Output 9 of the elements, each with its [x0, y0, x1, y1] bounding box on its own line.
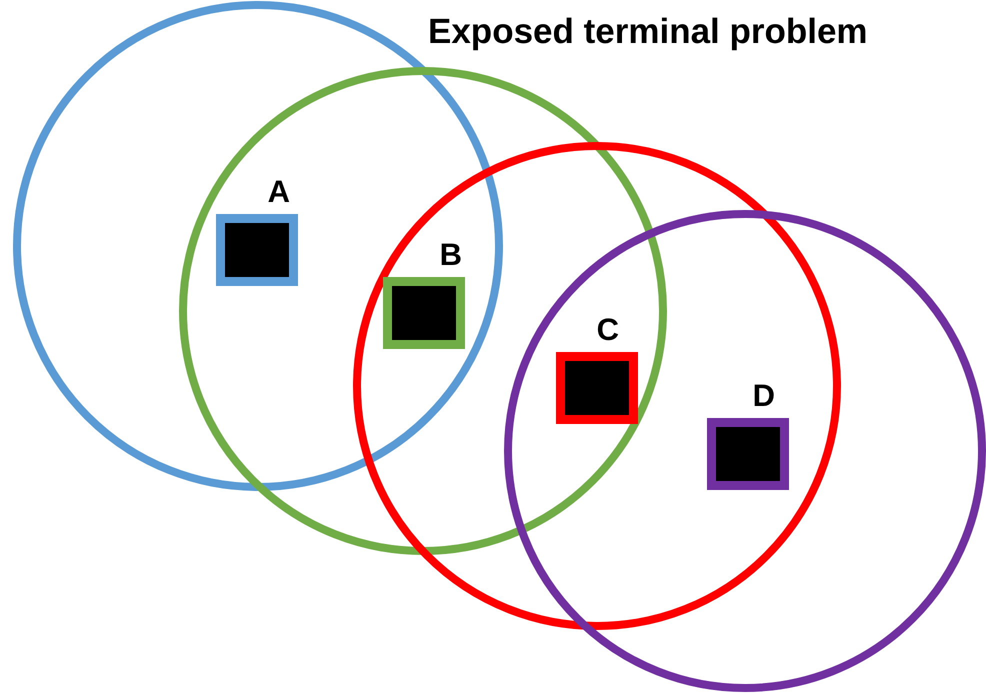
title: Exposed terminal problem	[428, 12, 868, 52]
terminal-box	[216, 214, 298, 286]
terminal-label: D	[752, 380, 775, 412]
terminal-label: A	[268, 176, 290, 208]
terminal-box	[383, 277, 465, 349]
terminal-box	[556, 352, 638, 424]
terminal-box	[707, 418, 789, 490]
terminal-label: B	[440, 239, 462, 271]
terminal-label: C	[596, 314, 619, 346]
